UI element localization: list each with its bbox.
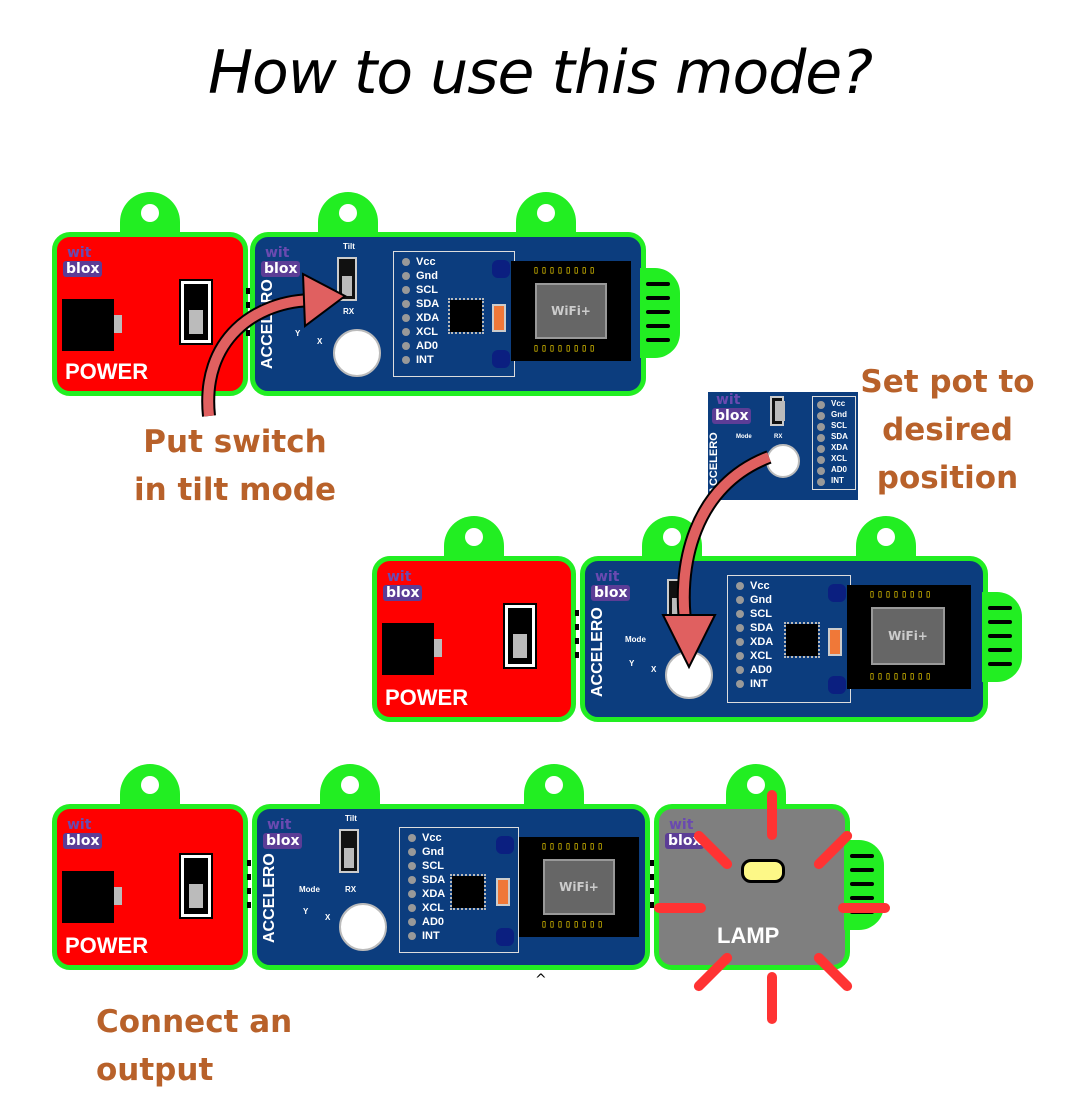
axis-y-label: Y <box>295 329 301 338</box>
light-ray-icon <box>838 903 890 913</box>
ic-chip <box>448 298 484 334</box>
power-label: POWER <box>65 933 149 958</box>
side-connector <box>982 592 1022 682</box>
mount-via <box>492 260 510 278</box>
wifi-module: ▯▯▯▯▯▯▯▯ WiFi+ ▯▯▯▯▯▯▯▯ <box>519 837 639 937</box>
tilt-label: Tilt <box>345 814 357 823</box>
wifi-module: ▯▯▯▯▯▯▯▯ WiFi+ ▯▯▯▯▯▯▯▯ <box>511 261 631 361</box>
potentiometer[interactable] <box>333 329 381 377</box>
axis-x-label: X <box>325 913 331 922</box>
power-switch[interactable] <box>503 603 537 669</box>
power-label: POWER <box>65 359 149 384</box>
tilt-switch[interactable] <box>770 396 785 426</box>
dc-jack-icon <box>62 871 122 923</box>
connector-dots <box>650 860 654 916</box>
tilt-switch[interactable] <box>337 257 357 301</box>
mount-via <box>828 584 846 602</box>
pin-header: Vcc Gnd SCL SDA XDA XCL AD0 INT <box>812 396 856 490</box>
pin-header: Vcc Gnd SCL SDA XDA XCL AD0 INT <box>393 251 515 377</box>
tilt-label: Tilt <box>343 242 355 251</box>
light-ray-icon <box>654 903 706 913</box>
pin-header: Vcc Gnd SCL SDA XDA XCL AD0 INT <box>399 827 519 953</box>
power-switch[interactable] <box>179 853 213 919</box>
light-ray-icon <box>767 972 777 1024</box>
dc-jack-icon <box>62 299 122 351</box>
accelero-label: ACCELERO <box>261 853 278 943</box>
power-label: POWER <box>385 685 469 710</box>
resistor <box>828 628 842 656</box>
mount-via <box>828 676 846 694</box>
light-ray-icon <box>767 790 777 840</box>
lamp-label: LAMP <box>717 923 780 948</box>
rx-label: RX <box>343 307 355 316</box>
potentiometer[interactable] <box>339 903 387 951</box>
resistor <box>496 878 510 906</box>
axis-x-label: X <box>651 665 657 674</box>
mount-via <box>496 928 514 946</box>
accelero-label: ACCELERO <box>589 607 606 697</box>
lamp-bulb-icon <box>741 859 785 883</box>
side-connector <box>640 268 680 358</box>
axis-y-label: Y <box>303 907 309 916</box>
rx-label: RX <box>345 885 357 894</box>
mode-label: Mode <box>299 885 320 894</box>
pin-header: Vcc Gnd SCL SDA XDA XCL AD0 INT <box>727 575 851 703</box>
resistor <box>492 304 506 332</box>
arrow-to-switch <box>201 272 347 417</box>
mount-via <box>492 350 510 368</box>
ic-chip <box>784 622 820 658</box>
arrow-to-pot <box>661 450 772 670</box>
mode-label: Mode <box>625 635 646 644</box>
dc-jack-icon <box>382 623 442 675</box>
power-switch[interactable] <box>179 279 213 345</box>
page-title: How to use this mode? <box>207 38 873 108</box>
mount-via <box>496 836 514 854</box>
side-connector <box>844 840 884 930</box>
tilt-switch[interactable] <box>339 829 359 873</box>
ic-chip <box>450 874 486 910</box>
wifi-module: ▯▯▯▯▯▯▯▯ WiFi+ ▯▯▯▯▯▯▯▯ <box>847 585 971 689</box>
axis-y-label: Y <box>629 659 635 668</box>
connector-dots <box>247 860 251 916</box>
cursor-caret: ^ <box>535 972 547 988</box>
connector-dots <box>575 610 579 666</box>
axis-x-label: X <box>317 337 323 346</box>
